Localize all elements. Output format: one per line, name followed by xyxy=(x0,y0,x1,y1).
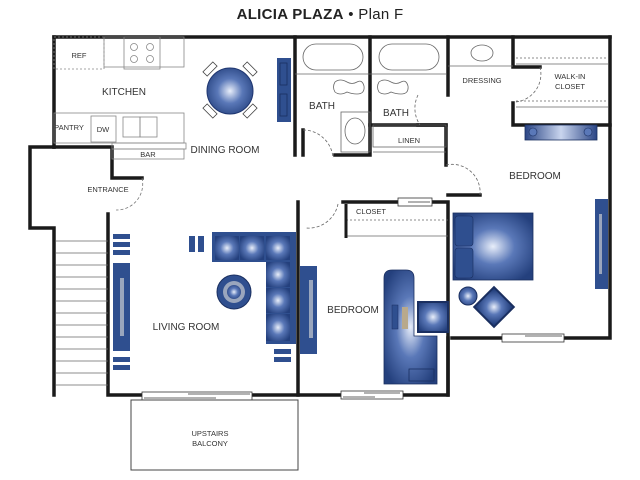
kitchen-fixtures xyxy=(53,36,187,160)
label-linen: LINEN xyxy=(398,136,420,145)
label-walk-in-2: CLOSET xyxy=(555,82,585,91)
master-chair xyxy=(458,285,516,329)
label-dw: DW xyxy=(97,125,110,134)
label-entrance: ENTRANCE xyxy=(87,185,128,194)
master-dresser xyxy=(524,124,598,141)
closet-fixtures xyxy=(305,203,448,238)
master-window xyxy=(501,333,565,343)
label-dining-room: DINING ROOM xyxy=(191,145,260,156)
dressing-fixtures xyxy=(445,44,608,196)
label-dressing: DRESSING xyxy=(462,76,501,85)
bedroom2-window xyxy=(340,390,404,400)
dining-table xyxy=(202,61,258,119)
property-name: ALICIA PLAZA xyxy=(236,6,344,23)
bedroom2-tv-unit xyxy=(300,266,317,354)
desk-chair xyxy=(417,301,449,333)
dining-sideboard xyxy=(277,58,291,122)
plan-name: Plan F xyxy=(358,6,404,23)
label-second-bedroom: BEDROOM xyxy=(327,305,379,316)
label-bath-1: BATH xyxy=(309,101,335,112)
master-bed xyxy=(452,212,534,281)
balcony xyxy=(130,399,299,471)
label-bath-2: BATH xyxy=(383,108,409,119)
living-round-ottoman xyxy=(216,274,252,310)
label-closet: CLOSET xyxy=(356,207,386,216)
entrance-door-swing xyxy=(115,177,144,211)
label-living-room: LIVING ROOM xyxy=(153,322,220,333)
living-window xyxy=(141,391,253,401)
stairs xyxy=(56,240,108,386)
closet-window xyxy=(397,197,433,207)
l-shaped-desk xyxy=(383,269,438,385)
label-balcony-1: UPSTAIRS xyxy=(192,429,229,438)
label-pantry: PANTRY xyxy=(54,123,84,132)
sectional-sofa xyxy=(189,232,296,362)
title-separator: • xyxy=(348,6,354,23)
label-master-bedroom: BEDROOM xyxy=(509,171,561,182)
label-walk-in-1: WALK-IN xyxy=(555,72,586,81)
master-tv-unit xyxy=(595,199,608,289)
label-bar: BAR xyxy=(140,150,156,159)
label-balcony-2: BALCONY xyxy=(192,439,228,448)
living-tv-unit xyxy=(113,234,130,370)
label-kitchen: KITCHEN xyxy=(102,87,146,98)
label-ref: REF xyxy=(72,51,87,60)
floor-plan-title: ALICIA PLAZA • Plan F xyxy=(0,6,640,23)
bath-fixtures xyxy=(295,43,447,159)
